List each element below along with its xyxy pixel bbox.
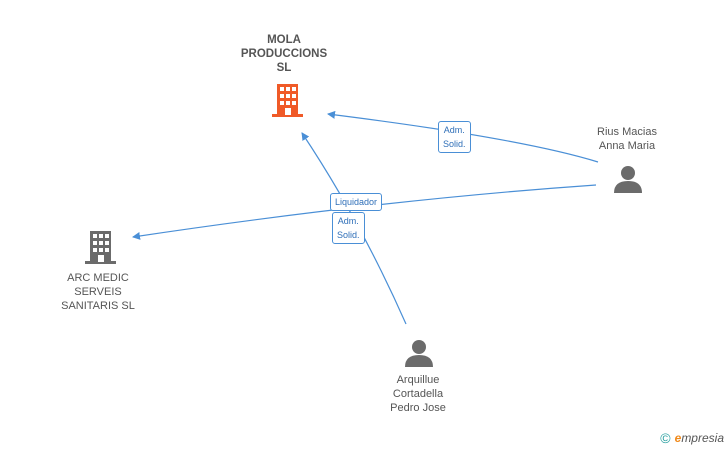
person-icon-rius[interactable]: [614, 166, 642, 193]
empresia-logo: empresia: [674, 431, 724, 445]
building-icon-arc[interactable]: [85, 231, 116, 264]
edge-rius-to-mola: [327, 110, 599, 163]
node-label-mola[interactable]: MOLA PRODUCCIONS SL: [240, 34, 328, 74]
empresia-brand: © empresia: [660, 430, 724, 446]
edge-label-liquidador: Liquidador: [330, 193, 383, 211]
copyright-icon: ©: [660, 430, 671, 446]
person-icon-arquillue[interactable]: [405, 340, 433, 367]
node-label-arc[interactable]: ARC MEDIC SERVEIS SANITARIS SL: [61, 272, 135, 312]
edge-label-adm-solid-rius: Adm. Solid.: [438, 121, 471, 153]
building-icon-mola[interactable]: [272, 84, 303, 117]
node-label-rius[interactable]: Rius Macias Anna Maria: [597, 126, 657, 152]
node-label-arquillue[interactable]: Arquillue Cortadella Pedro Jose: [390, 374, 446, 414]
edge-label-adm-solid-arquillue: Adm. Solid.: [332, 212, 365, 244]
